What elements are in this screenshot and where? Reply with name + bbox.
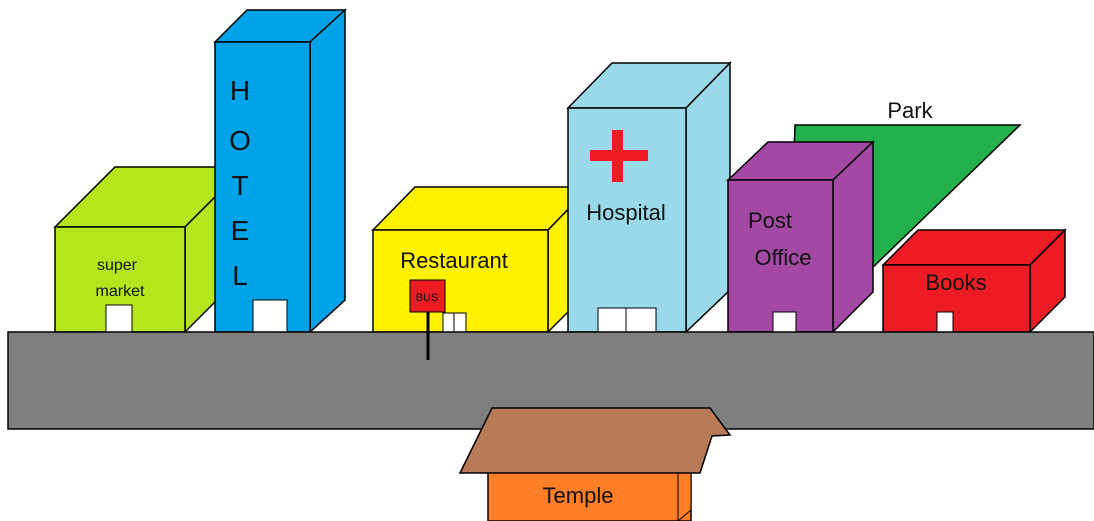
- books-label: Books: [925, 270, 986, 295]
- hospital-building: Hospital: [566, 61, 732, 334]
- hotel-letter-e: E: [231, 215, 250, 246]
- hospital-door-left: [597, 307, 627, 333]
- supermarket-door: [105, 304, 133, 333]
- hotel-side: [309, 8, 346, 334]
- hotel-letter-o: O: [229, 125, 251, 156]
- hotel-letter-t: T: [231, 170, 248, 201]
- temple-label: Temple: [543, 483, 614, 508]
- hospital-label: Hospital: [586, 200, 665, 225]
- post-office-label-line2: Office: [754, 245, 811, 270]
- bus-stop: BUS: [409, 279, 446, 360]
- post-office-building: Post Office: [726, 140, 875, 334]
- books-building: Books: [881, 228, 1067, 334]
- bus-stop-sign: [409, 279, 446, 313]
- hotel-door: [252, 299, 288, 333]
- hospital-front: [567, 107, 687, 333]
- post-office-label-line1: Post: [748, 208, 792, 233]
- park-label: Park: [887, 98, 933, 123]
- post-office-door: [772, 311, 797, 333]
- books-front: [882, 264, 1031, 333]
- restaurant-door-right: [453, 312, 467, 333]
- restaurant-door-left: [442, 312, 455, 333]
- temple-building: Temple: [458, 407, 732, 521]
- supermarket-label-line1: super: [97, 257, 138, 274]
- hotel-letter-h: H: [230, 75, 250, 106]
- restaurant-label: Restaurant: [400, 248, 508, 273]
- hospital-door-right: [625, 307, 657, 333]
- books-door: [936, 311, 954, 333]
- hospital-side: [685, 61, 731, 334]
- bus-stop-label: BUS: [416, 292, 439, 304]
- supermarket-label-line2: market: [96, 283, 145, 300]
- hospital-cross-horizontal: [590, 150, 648, 161]
- hotel-letter-l: L: [232, 260, 248, 291]
- post-office-front: [727, 179, 834, 333]
- restaurant-building: Restaurant: [371, 185, 592, 334]
- hotel-building: H O T E L: [213, 8, 347, 334]
- temple-roof: [458, 407, 732, 474]
